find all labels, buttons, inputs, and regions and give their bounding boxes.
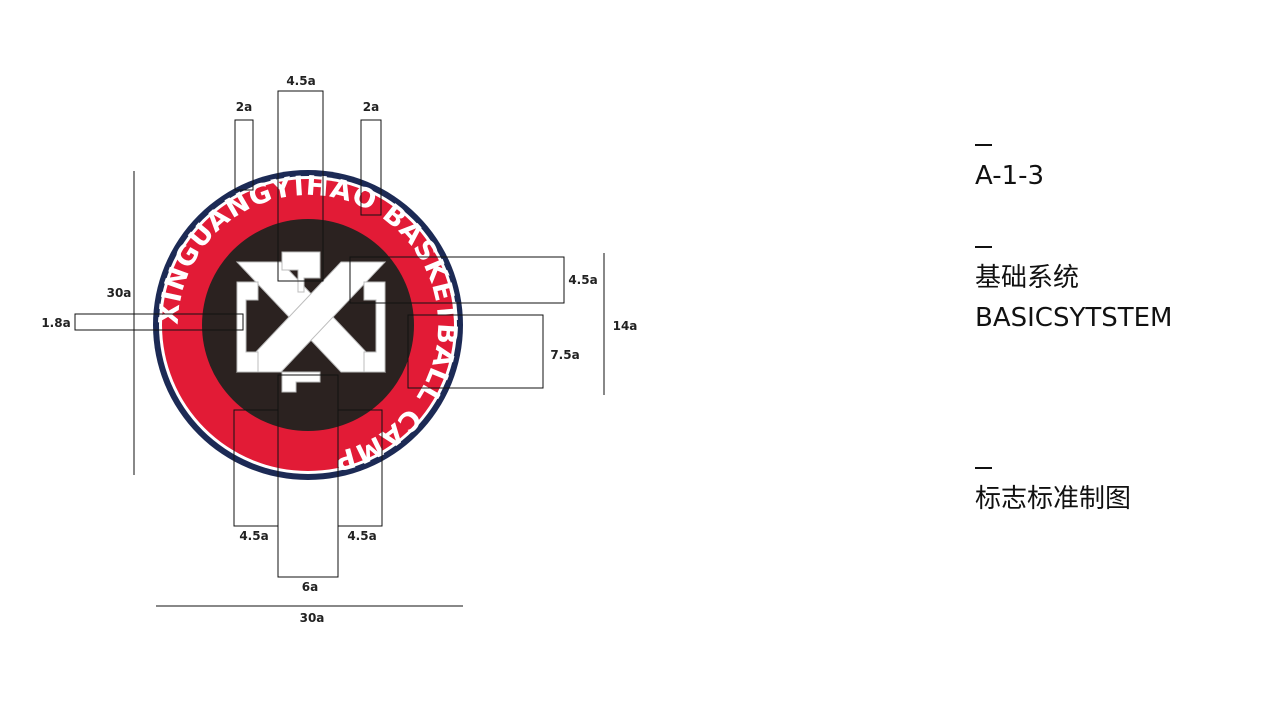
logo: XINGUANGYIHAO BASKETBALL CAMP (153, 170, 463, 480)
sidebar-subtitle: 标志标准制图 (975, 484, 1132, 514)
sidebar-section-en: BASICSYTSTEM (975, 303, 1173, 333)
dimension-labels: 2a 4.5a 2a 30a 1.8a 4.5a 7.5a 14a 4.5a 4… (41, 74, 637, 625)
label-top-left-2a: 2a (236, 100, 252, 114)
right-lower-7-5a-box (407, 314, 544, 389)
sidebar-section-block: 基础系统 BASICSYTSTEM (975, 246, 1172, 338)
top-center-4-5a-box (277, 90, 324, 282)
construction-lines (74, 90, 605, 607)
sidebar-code: A-1-3 (975, 161, 1045, 191)
sidebar-section-cn: 基础系统 (975, 263, 1080, 293)
label-right-lower-7-5a: 7.5a (550, 348, 579, 362)
logo-emblem-icon (235, 251, 387, 393)
sidebar-dash (975, 246, 992, 248)
label-left-1-8a: 1.8a (41, 316, 70, 330)
label-bottom-30a: 30a (300, 611, 325, 625)
top-left-2a-box (234, 119, 254, 191)
sidebar-subtitle-block: 标志标准制图 (975, 467, 1131, 519)
label-top-right-2a: 2a (363, 100, 379, 114)
top-right-2a-box (360, 119, 382, 216)
sidebar-dash (975, 467, 992, 469)
left-1-8a-box (74, 313, 244, 331)
bottom-center-6a-box (277, 374, 339, 578)
sidebar-code-block: A-1-3 (975, 144, 1044, 196)
label-bottom-right-4-5a: 4.5a (347, 529, 376, 543)
label-bottom-left-4-5a: 4.5a (239, 529, 268, 543)
label-bottom-center-6a: 6a (302, 580, 318, 594)
label-left-30a: 30a (107, 286, 132, 300)
sidebar-dash (975, 144, 992, 146)
label-right-14a: 14a (613, 319, 638, 333)
label-top-center-4-5a: 4.5a (286, 74, 315, 88)
label-right-upper-4-5a: 4.5a (568, 273, 597, 287)
right-upper-4-5a-box (349, 256, 565, 304)
